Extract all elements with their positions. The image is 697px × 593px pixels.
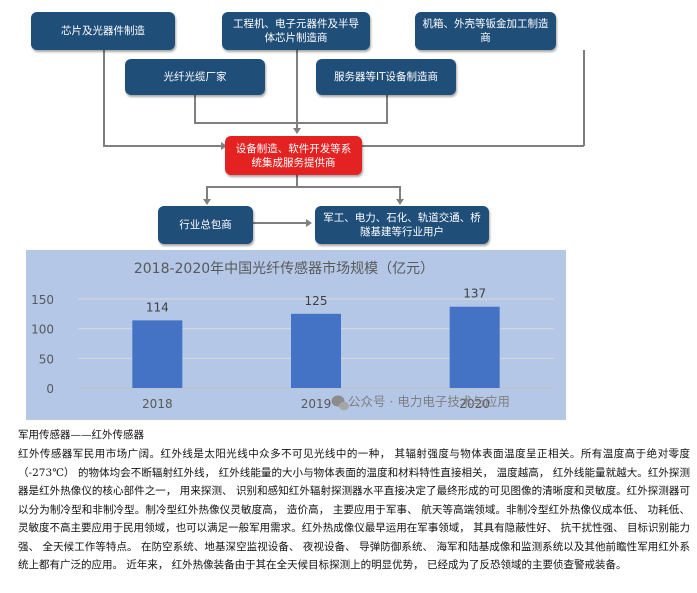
arrow-down-icon — [203, 199, 211, 205]
node-chip-optical-device: 芯片及光器件制造 — [31, 12, 175, 50]
connector-line — [386, 95, 388, 123]
connector-line — [194, 95, 196, 123]
connector-line — [103, 50, 105, 146]
connector-line — [296, 175, 298, 187]
connector-line — [253, 222, 308, 224]
node-server-it-maker: 服务器等IT设备制造商 — [316, 59, 456, 95]
industry-chain-diagram: 芯片及光器件制造 工程机、电子元器件及半导体芯片制造商 机箱、外壳等钣金加工制造… — [0, 0, 697, 250]
section-heading: 军用传感器——红外传感器 — [18, 429, 144, 441]
node-system-integrator: 设备制造、软件开发等系统集成服务提供商 — [225, 136, 362, 175]
article-paragraph: 红外传感器军民用市场广阔。红外线是太阳光线中众多不可见光线中的一种， 其辐射强度… — [18, 448, 690, 571]
y-tick-label: 0 — [46, 382, 54, 396]
x-tick-label: 2018 — [142, 397, 173, 411]
y-tick-label: 100 — [31, 323, 54, 337]
connector-line — [583, 50, 585, 146]
x-tick-label: 2019 — [301, 397, 332, 411]
data-label: 114 — [146, 300, 169, 314]
y-tick-label: 50 — [39, 352, 54, 366]
node-electronic-semiconductor: 工程机、电子元器件及半导体芯片制造商 — [222, 12, 370, 50]
market-size-chart: 2018-2020年中国光纤传感器市场规模（亿元） 0 50 100 150 114 20… — [26, 250, 566, 420]
connector-line — [296, 50, 298, 130]
data-label: 137 — [463, 287, 486, 301]
connector-line — [362, 145, 584, 147]
connector-line — [103, 145, 227, 147]
node-general-contractor: 行业总包商 — [158, 206, 253, 244]
arrow-right-icon — [306, 219, 312, 227]
connector-line — [206, 186, 401, 188]
y-tick-label: 150 — [31, 293, 54, 307]
arrow-right-icon — [221, 142, 227, 150]
chart-title: 2018-2020年中国光纤传感器市场规模（亿元） — [134, 260, 434, 277]
node-industry-users: 军工、电力、石化、轨道交通、桥隧基建等行业用户 — [315, 206, 489, 244]
node-chassis-sheet-metal: 机箱、外壳等钣金加工制造商 — [415, 12, 556, 50]
connector-line — [206, 186, 208, 200]
watermark-text: 公众号 · 电力电子技术与应用 — [348, 394, 510, 409]
connector-line — [399, 186, 401, 200]
bar — [132, 320, 183, 388]
bar — [291, 313, 341, 388]
arrow-down-icon — [396, 199, 404, 205]
wechat-logo-icon — [331, 395, 349, 411]
arrow-down-icon — [293, 128, 301, 134]
x-tick-label: 2020 — [459, 397, 490, 411]
bar — [449, 306, 500, 388]
node-fiber-cable-maker: 光纤光缆厂家 — [125, 59, 265, 95]
data-label: 125 — [305, 294, 328, 308]
article-section: 军用传感器——红外传感器 红外传感器军民用市场广阔。红外线是太阳光线中众多不可见… — [18, 426, 690, 575]
chart-svg: 2018-2020年中国光纤传感器市场规模（亿元） 0 50 100 150 114 20… — [31, 260, 554, 411]
connector-line — [194, 122, 388, 124]
